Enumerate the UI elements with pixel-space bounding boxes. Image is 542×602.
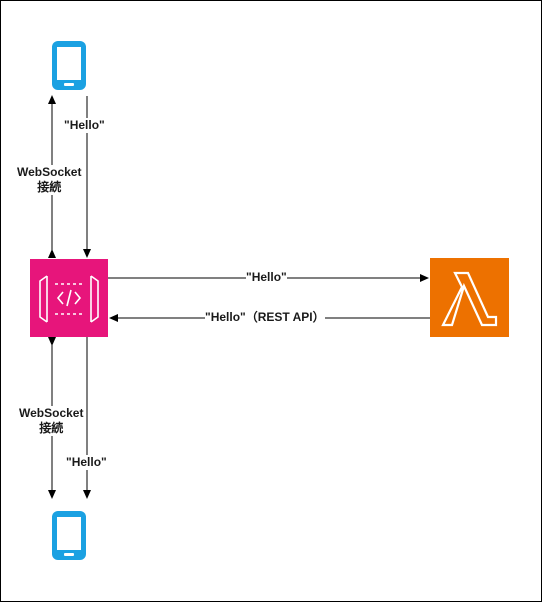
hello-top-label: "Hello": [64, 118, 105, 133]
phone-top-icon: [52, 41, 86, 90]
hello-rest-api-label: "Hello"（REST API）: [205, 310, 325, 325]
websocket-bottom-label-line1: WebSocket: [19, 406, 84, 420]
websocket-top-label-line1: WebSocket: [17, 165, 82, 179]
hello-bottom-label: "Hello": [66, 455, 107, 470]
lambda-icon: [430, 258, 509, 337]
phone-bottom-icon: [52, 511, 86, 560]
hello-to-lambda-label: "Hello": [246, 270, 287, 285]
websocket-bottom-label-line2: 接続: [39, 421, 64, 435]
websocket-bottom-label: WebSocket 接続: [19, 406, 84, 436]
websocket-top-label: WebSocket 接続: [17, 165, 82, 195]
api-gateway-icon: [30, 259, 108, 337]
websocket-top-label-line2: 接続: [37, 180, 62, 194]
